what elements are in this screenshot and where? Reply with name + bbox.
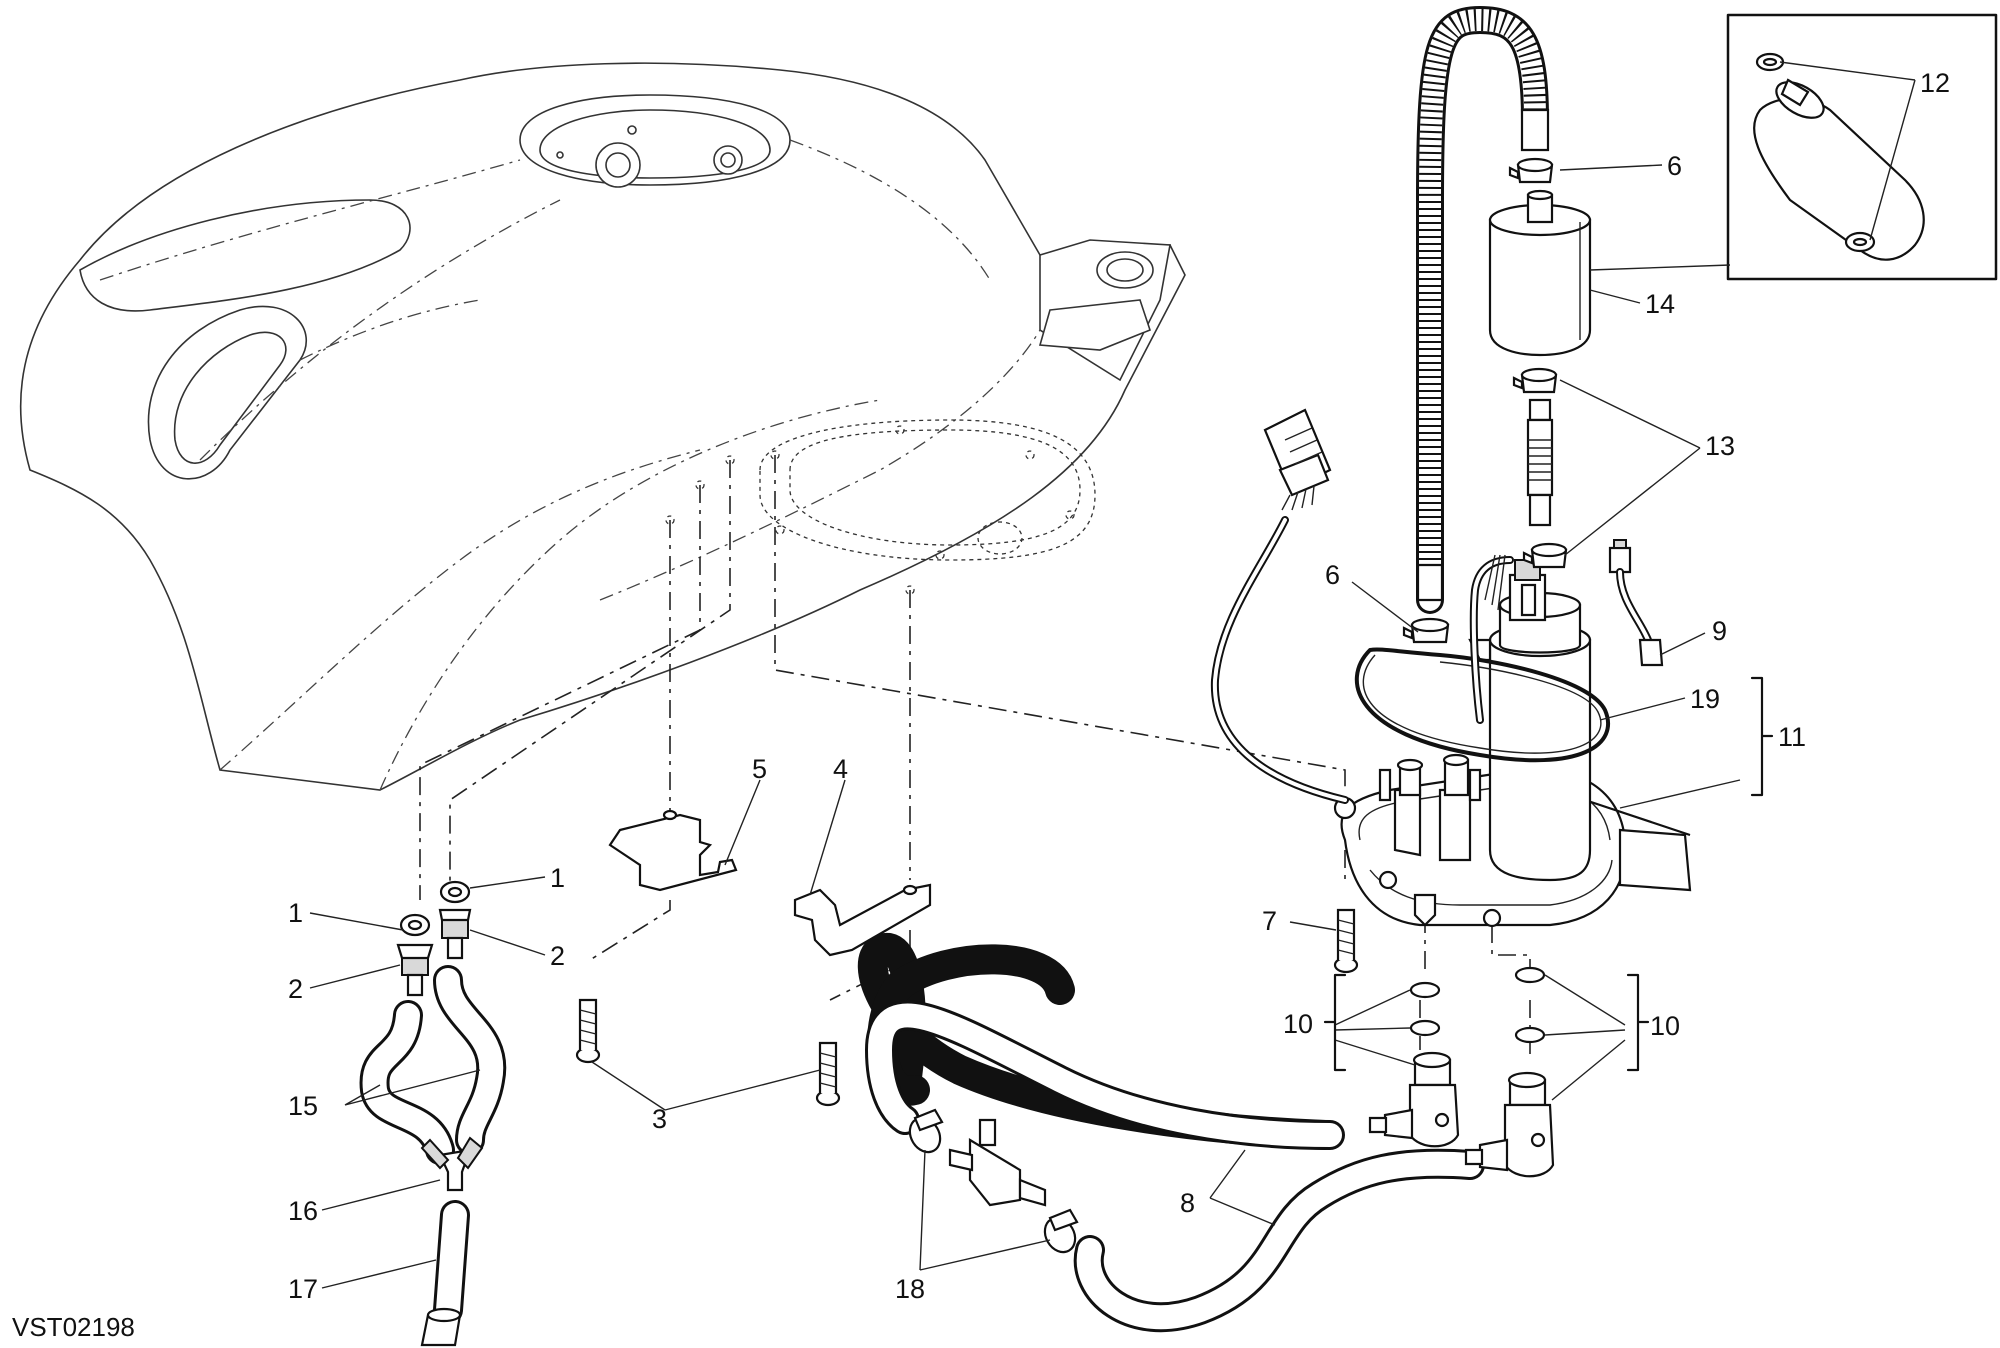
callout-4: 4 — [833, 754, 848, 784]
fuel-pump-assembly — [1210, 408, 1692, 928]
hose-clamp-b — [1043, 1208, 1079, 1254]
callout-2b: 2 — [550, 941, 565, 971]
callout-8: 8 — [1180, 1188, 1195, 1218]
callout-1b: 1 — [550, 863, 565, 893]
callout-11: 11 — [1778, 722, 1806, 752]
vent-hose-assembly — [359, 880, 507, 1347]
callout-15: 15 — [288, 1091, 318, 1121]
callout-14: 14 — [1645, 289, 1675, 319]
callout-1a: 1 — [288, 898, 303, 928]
bracket-4 — [793, 883, 932, 957]
callout-10b: 10 — [1650, 1011, 1680, 1041]
callout-3: 3 — [652, 1104, 667, 1134]
callout-19: 19 — [1690, 684, 1720, 714]
callout-18: 18 — [895, 1274, 925, 1304]
callout-10a: 10 — [1283, 1009, 1313, 1039]
hose-clamp-a — [908, 1108, 944, 1154]
callout-9: 9 — [1712, 616, 1727, 646]
screw-3b — [815, 1041, 841, 1107]
callout-6a: 6 — [1667, 151, 1682, 181]
drawing-code: VST02198 — [12, 1312, 135, 1342]
quick-connector-left — [1368, 1051, 1460, 1148]
callout-5: 5 — [752, 754, 767, 784]
callout-13: 13 — [1705, 431, 1735, 461]
fuel-delivery-hoses — [857, 908, 1555, 1333]
t-junction — [948, 1118, 1047, 1207]
leader-lines — [309, 61, 1916, 1289]
fuel-filter-line — [1402, 5, 1592, 644]
callout-6b: 6 — [1325, 560, 1340, 590]
fuel-tank — [19, 62, 1186, 791]
brackets — [575, 809, 932, 1107]
callout-12: 12 — [1920, 68, 1950, 98]
callout-7: 7 — [1262, 906, 1277, 936]
callout-17: 17 — [288, 1274, 318, 1304]
level-sensor — [1608, 539, 1664, 667]
bracket-5 — [608, 813, 738, 892]
detail-inset — [1726, 13, 1998, 281]
callout-16: 16 — [288, 1196, 318, 1226]
callout-2a: 2 — [288, 974, 303, 1004]
callout-labels: 1 1 2 2 3 4 5 6 6 7 8 9 10 10 11 12 13 1… — [288, 68, 1950, 1304]
harness-connector — [1263, 408, 1332, 511]
quick-connector-right — [1464, 1071, 1555, 1178]
screw-3a — [575, 998, 601, 1064]
screw-7 — [1333, 908, 1359, 974]
